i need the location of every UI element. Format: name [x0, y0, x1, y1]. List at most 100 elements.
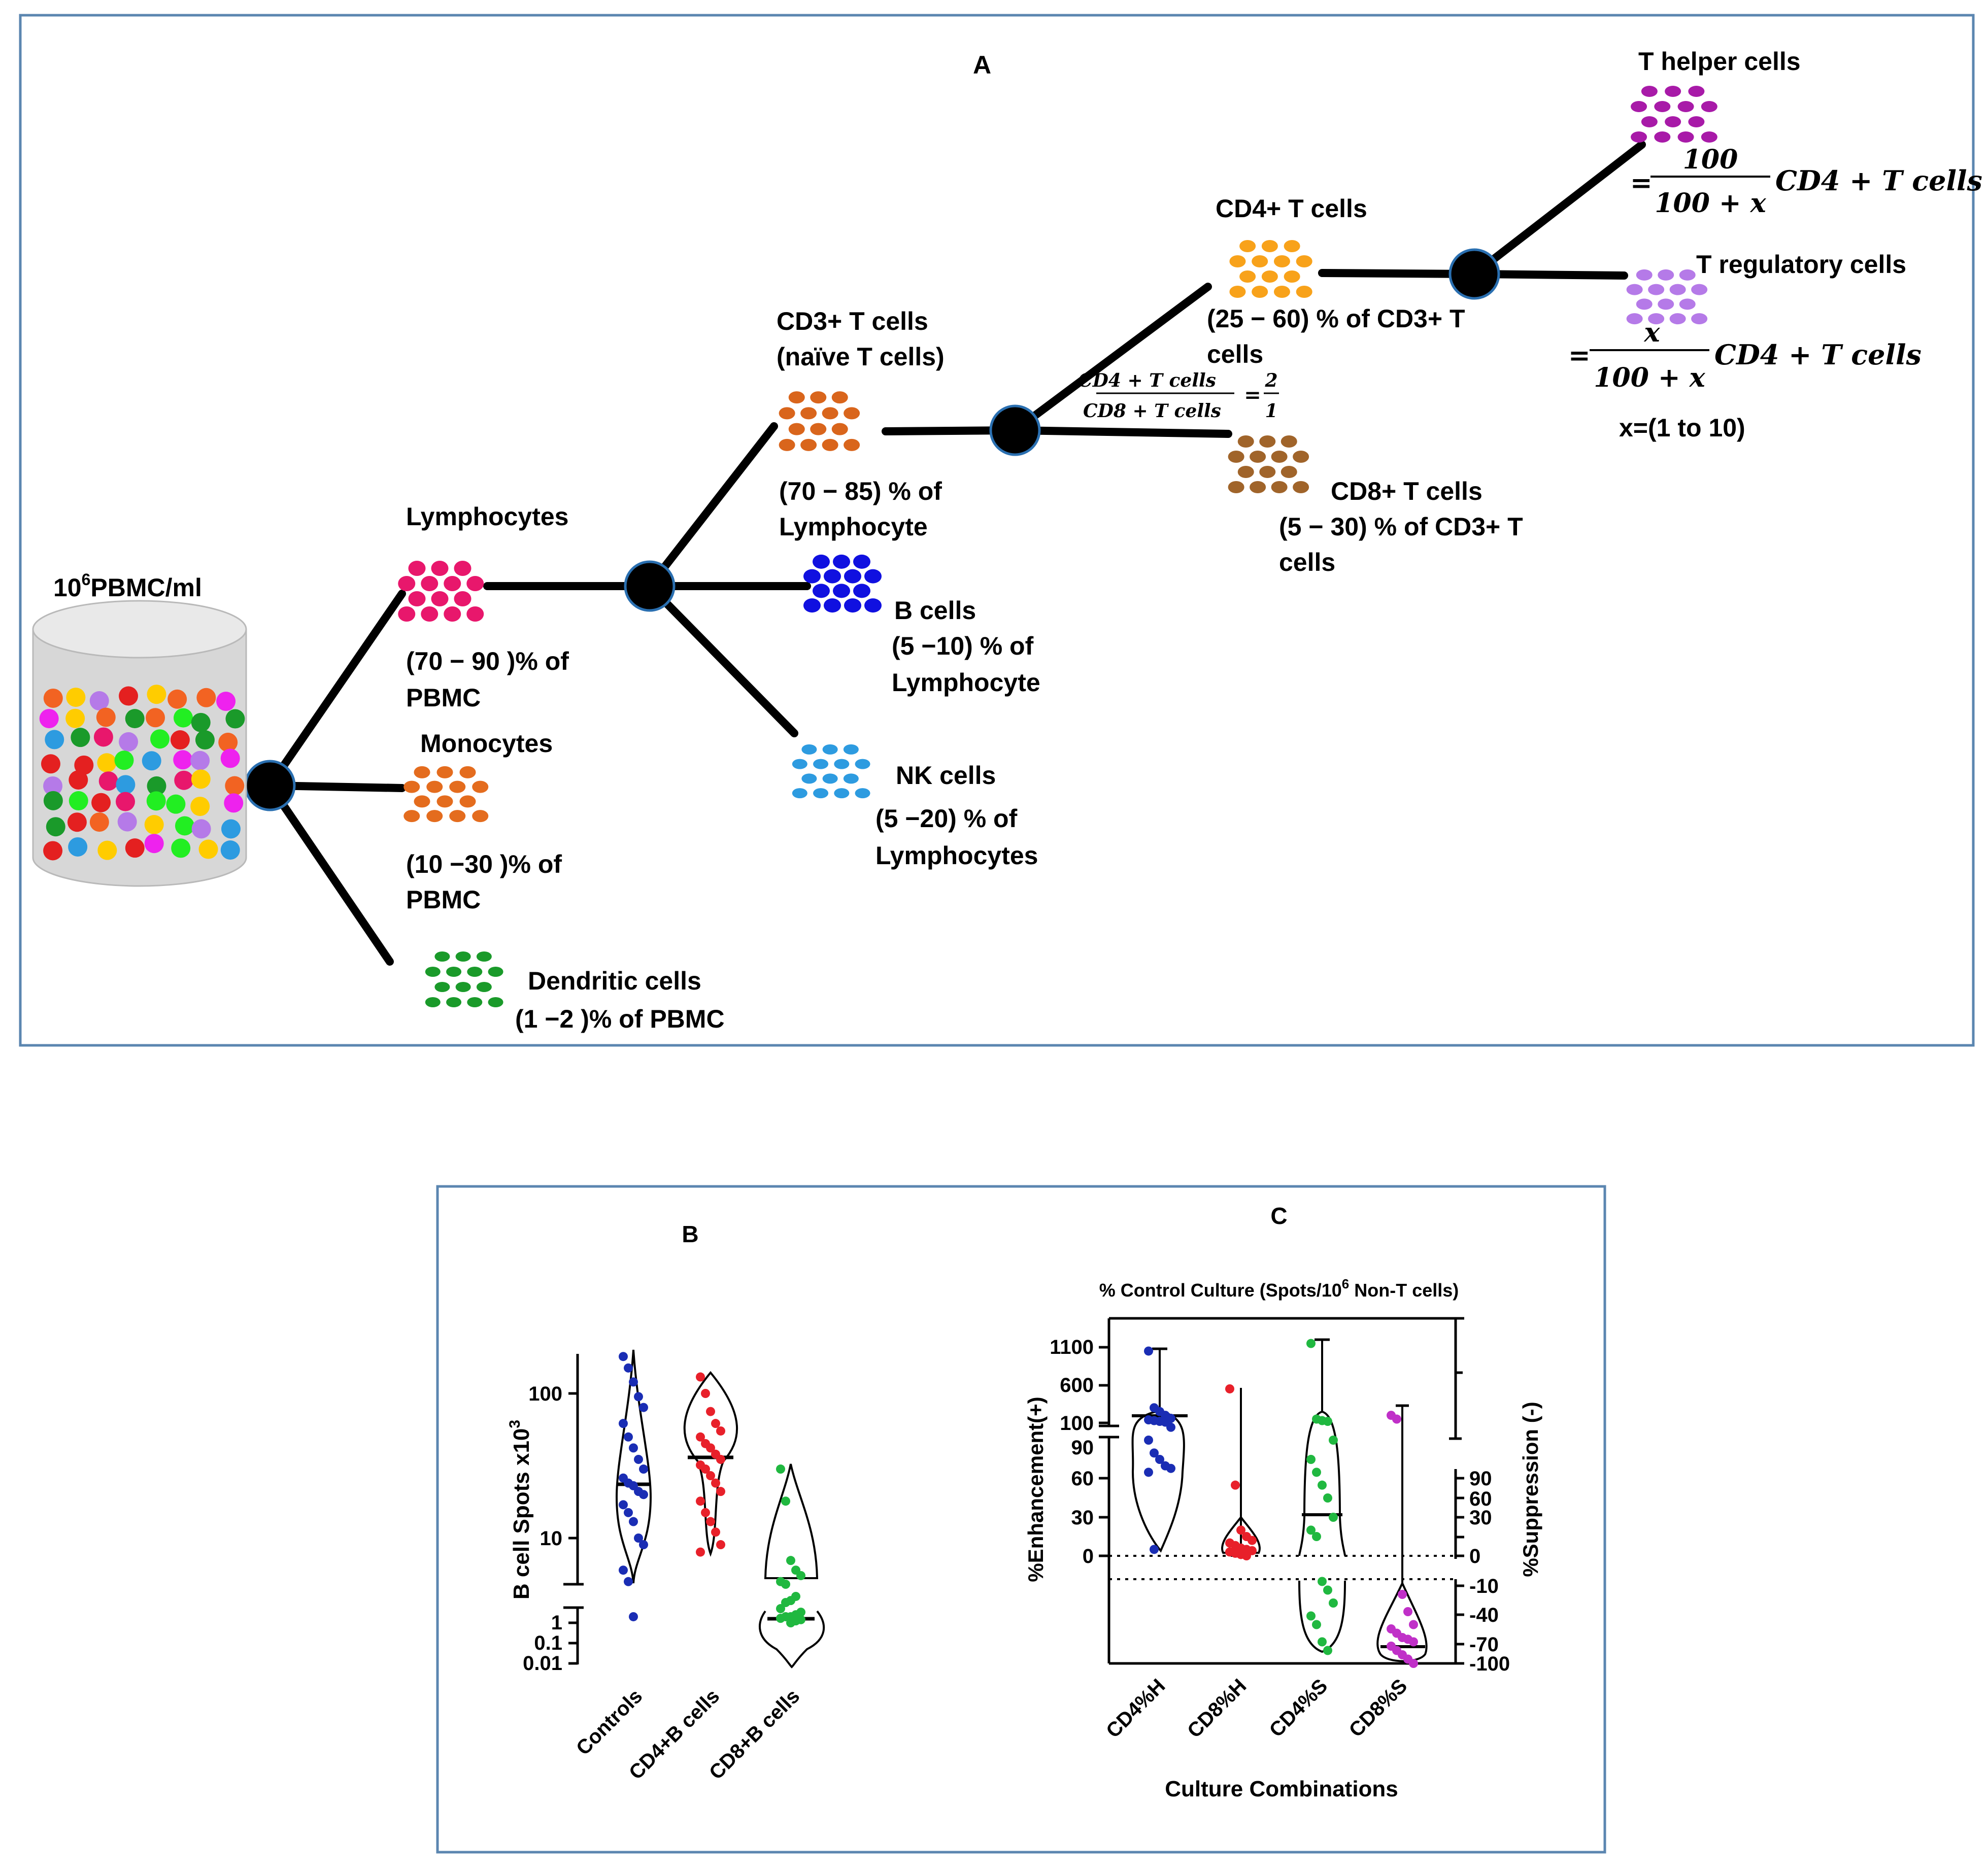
cd3-label-line2: (naïve T cells) [777, 343, 945, 371]
panel-c-dotted-lines [1109, 1555, 1456, 1580]
pbmc-cell-dot [97, 753, 117, 773]
cell-dot [853, 554, 870, 569]
cell-dot [1631, 131, 1647, 143]
data-point [634, 1534, 643, 1543]
dendritic-pct: (1 −2 )% of PBMC [515, 1005, 725, 1033]
cell-dot [855, 788, 870, 799]
pbmc-cell-dot [117, 812, 137, 832]
data-point [1329, 1436, 1338, 1445]
cell-dot [824, 569, 841, 584]
cell-dot [436, 766, 453, 778]
cell-dot [1296, 286, 1312, 298]
cell-dot [1259, 435, 1276, 448]
pbmc-cell-dot [174, 770, 194, 790]
cell-dot [1654, 101, 1671, 112]
data-point [624, 1508, 633, 1517]
cell-dot [434, 982, 450, 992]
cell-dot [1229, 255, 1246, 267]
cell-dot [434, 951, 450, 962]
treg-cluster [1626, 269, 1708, 325]
panel-c-axes [1099, 1317, 1464, 1665]
thelper-cluster [1631, 86, 1717, 143]
cell-dot [822, 438, 838, 451]
pbmc-cell-dot [71, 728, 90, 747]
cell-dot [414, 795, 430, 808]
junction-nodes [244, 248, 1500, 811]
panel-c-rtick-neg100: -100 [1469, 1653, 1510, 1675]
pbmc-cell-dot [174, 708, 193, 728]
data-point [706, 1471, 715, 1481]
cell-dot [822, 773, 838, 784]
data-point [1166, 1422, 1175, 1432]
cell-dot [1691, 284, 1708, 295]
pbmc-cell-dot [96, 707, 116, 727]
pbmc-cell-dot [69, 770, 88, 790]
node-pbmc [244, 760, 296, 811]
pbmc-cell-dot [89, 691, 109, 711]
bcells-pct-line2: Lymphocyte [892, 668, 1040, 697]
data-point [624, 1577, 633, 1586]
cell-dot [398, 606, 416, 622]
svg-text:100 + x: 100 + x [1655, 188, 1766, 219]
cell-dot [1237, 466, 1254, 478]
pbmc-cell-dot [190, 797, 210, 816]
svg-text:CD4 + T cells: CD4 + T cells [1078, 370, 1216, 391]
cell-dot [455, 982, 471, 992]
data-point [696, 1547, 705, 1557]
pbmc-cell-dot [114, 751, 134, 770]
svg-text:CD4 + T cells: CD4 + T cells [1775, 164, 1982, 197]
dendritic-label: Dendritic cells [528, 967, 701, 995]
cell-dot [864, 598, 882, 613]
cell-dot [864, 569, 882, 584]
svg-text:100: 100 [1683, 144, 1738, 175]
lymphocyte-cluster [398, 561, 484, 622]
pbmc-cell-dot [116, 775, 136, 795]
data-point [1392, 1414, 1401, 1424]
cell-dot [454, 591, 471, 606]
data-point [619, 1565, 628, 1575]
cell-dot [1228, 451, 1244, 463]
pbmc-cell-dot [190, 751, 210, 770]
data-point [639, 1403, 648, 1412]
cd8-pct-line2: cells [1279, 548, 1335, 576]
pbmc-cell-dot [150, 729, 170, 749]
cell-dot [1631, 101, 1647, 112]
data-point [1312, 1620, 1321, 1629]
cell-dot [1273, 286, 1290, 298]
data-point [711, 1419, 720, 1428]
pbmc-cell-dot [171, 838, 191, 858]
cd3-pct-line2: Lymphocyte [779, 513, 928, 541]
data-point [624, 1432, 633, 1442]
panel-a-frame [19, 14, 1975, 1047]
data-point [716, 1487, 725, 1496]
svg-text:CD8 + T cells: CD8 + T cells [1083, 400, 1221, 422]
cell-dot [1641, 86, 1658, 97]
data-point [1398, 1590, 1407, 1599]
cell-dot [488, 967, 503, 977]
cell-dot [844, 598, 861, 613]
cell-dot [788, 423, 805, 435]
svg-text:x: x [1643, 317, 1660, 348]
treg-formula: = x 100 + x CD4 + T cells [1568, 317, 1922, 393]
data-point [786, 1556, 795, 1565]
cell-dot [1677, 101, 1694, 112]
cell-dot [1648, 313, 1665, 325]
cell-dot [1691, 313, 1708, 325]
bcell-cluster [803, 554, 882, 613]
pbmc-cell-dot [225, 709, 245, 729]
panel-a-title: A [973, 51, 991, 79]
lymphocytes-pct-line2: PBMC [406, 684, 481, 712]
pbmc-cell-dot [147, 776, 166, 796]
pbmc-cell-dot [45, 730, 64, 749]
data-point [639, 1540, 648, 1550]
cell-dot [813, 759, 829, 769]
cell-dot [810, 391, 827, 404]
panel-c-ylabel-right: %Suppression (-) [1519, 1402, 1542, 1577]
pbmc-cell-dot [91, 793, 111, 812]
violin-controls [615, 1349, 652, 1584]
cell-dot [431, 591, 449, 606]
cell-dot [1669, 284, 1686, 295]
cell-dot [813, 554, 830, 569]
data-point [701, 1464, 710, 1474]
tree-lines [266, 141, 1646, 966]
